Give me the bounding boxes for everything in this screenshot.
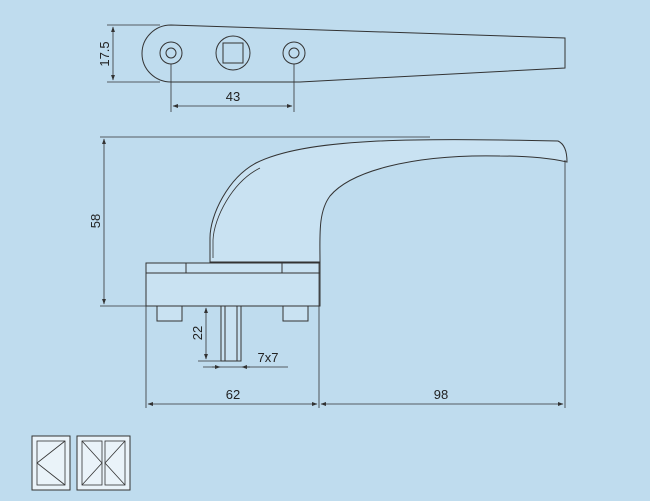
dimension-label-43: 43 xyxy=(226,89,240,104)
top-view-outline xyxy=(141,24,566,83)
double-casement-window-icon xyxy=(76,435,131,491)
dimension-label-17-5: 17.5 xyxy=(97,41,112,66)
base-foot-right xyxy=(282,305,309,322)
dimension-label-62: 62 xyxy=(226,387,240,402)
dimension-label-98: 98 xyxy=(434,387,448,402)
handle-lever xyxy=(209,139,568,263)
screw-hole-right-inner xyxy=(288,47,300,59)
screw-hole-left-inner xyxy=(165,47,177,59)
handle-lever-inner-edge xyxy=(212,167,261,258)
tilt-window-icon xyxy=(31,435,71,491)
dimension-label-7x7: 7x7 xyxy=(258,350,279,365)
dimension-label-58: 58 xyxy=(88,214,103,228)
spindle-boss xyxy=(215,35,251,71)
screw-hole-left xyxy=(159,41,183,65)
side-view: 58 22 7x7 62 98 xyxy=(88,136,568,408)
top-view: 17.5 43 xyxy=(97,24,566,112)
square-spindle xyxy=(220,305,242,362)
base-foot-left xyxy=(156,305,183,322)
handle-base xyxy=(145,272,321,307)
handle-base-top xyxy=(145,262,321,274)
square-spindle-hole xyxy=(222,42,244,64)
dimension-label-22: 22 xyxy=(190,326,205,340)
screw-hole-right xyxy=(282,41,306,65)
